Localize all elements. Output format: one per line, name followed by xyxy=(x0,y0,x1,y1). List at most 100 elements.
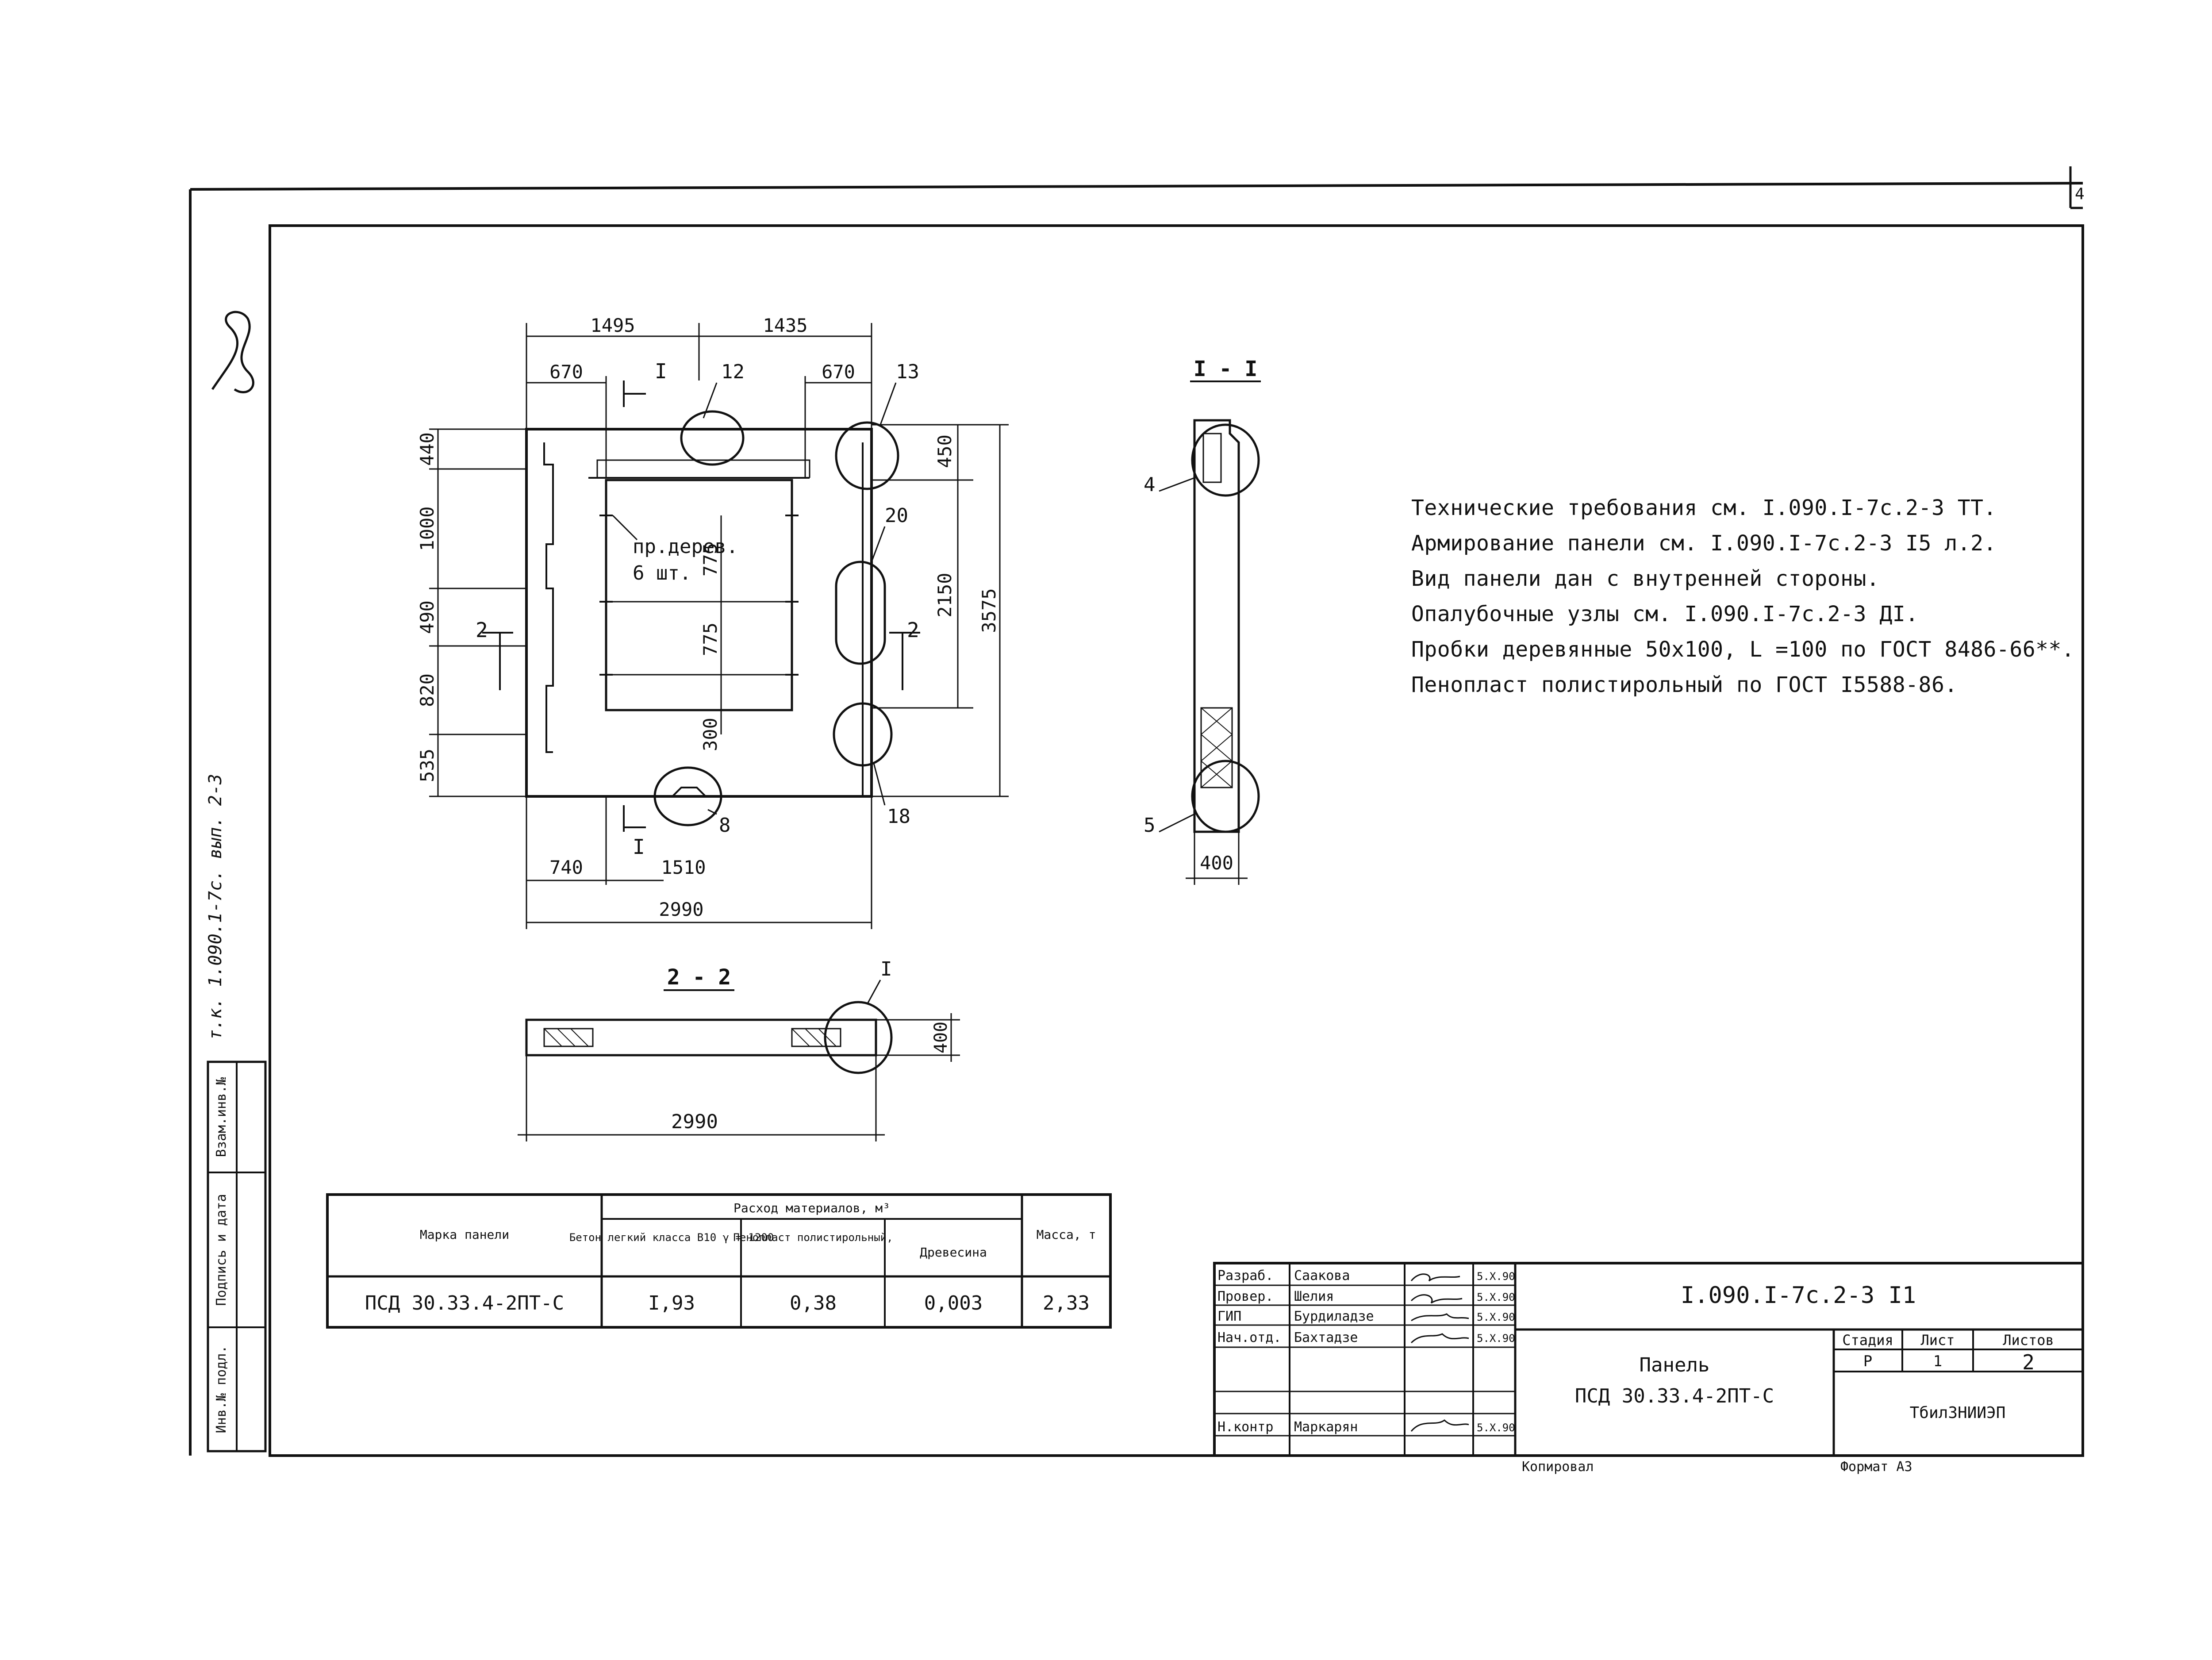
section-mark-1-top: I xyxy=(655,359,667,383)
dim-right-1: 450 xyxy=(934,434,956,468)
detail-circle-8 xyxy=(653,766,722,826)
dim-bottom-2: 1510 xyxy=(661,857,706,878)
detail-circle-12 xyxy=(680,410,745,466)
dim-top-inner-1: 670 xyxy=(549,361,583,383)
corner-mark: 4 xyxy=(2075,185,2085,203)
tb-name-6: Маркарян xyxy=(1294,1419,1358,1435)
tb-sheets-label: Листов xyxy=(2003,1332,2054,1349)
sheet-frame: 4 xyxy=(189,166,2085,1457)
detail-oval-20 xyxy=(835,561,886,665)
callout-12: 12 xyxy=(721,361,745,383)
window-opening xyxy=(605,479,793,711)
dim-top-1: 1495 xyxy=(590,315,635,336)
callout-13: 13 xyxy=(896,361,919,383)
section-1-title: I - I xyxy=(1194,357,1258,381)
section-mark-2-right: 2 xyxy=(907,618,919,642)
table-header-foam: Пенопласт полистирольный, xyxy=(733,1231,893,1244)
tb-role-3: Нач.отд. xyxy=(1217,1330,1282,1345)
stamp-signature-date: Подпись и дата xyxy=(214,1194,229,1306)
section-mark-1-bottom: I xyxy=(633,835,645,859)
tb-date-2: 5.X.90 xyxy=(1477,1311,1515,1323)
table-cell-mass: 2,33 xyxy=(1043,1292,1090,1314)
panel-outline xyxy=(525,428,873,798)
detail-circle-13 xyxy=(835,421,899,490)
tb-date-0: 5.X.90 xyxy=(1477,1270,1515,1283)
inner-frame xyxy=(269,224,2084,1457)
table-cell-timber: 0,003 xyxy=(924,1292,983,1314)
footer-format: Формат А3 xyxy=(1840,1459,1912,1475)
table-header-mass: Масса, т xyxy=(1037,1227,1096,1242)
signature-scribble xyxy=(211,311,254,393)
section-2-view: 2 - 2 I 2990 400 xyxy=(518,958,960,1141)
detail-circle-18 xyxy=(833,702,893,767)
stamp-replace-inventory: Взам.инв.№ xyxy=(214,1077,229,1157)
signatures xyxy=(1410,1273,1469,1432)
tb-date-1: 5.X.90 xyxy=(1477,1291,1515,1303)
tb-stage-value: Р xyxy=(1863,1353,1872,1370)
note-2: Армирование панели см. I.090.I-7с.2-3 I5… xyxy=(1411,531,1997,556)
title-block xyxy=(1213,1262,2084,1457)
section-2-profile xyxy=(525,1018,877,1057)
tb-sheet-label: Лист xyxy=(1920,1332,1955,1349)
callout-20: 20 xyxy=(885,504,908,527)
callout-18: 18 xyxy=(887,805,910,828)
tb-sheet-value: 1 xyxy=(1933,1353,1942,1370)
stamp-designation: т.к. 1.090.1-7с. вып. 2-3 xyxy=(205,774,226,1040)
tb-stage-label: Стадия xyxy=(1842,1332,1893,1349)
section-2-dim-height: 400 xyxy=(931,1022,951,1053)
tb-role-0: Разраб. xyxy=(1217,1268,1273,1283)
tb-date-3: 5.X.90 xyxy=(1477,1332,1515,1345)
section-1-dim-width: 400 xyxy=(1200,852,1233,874)
dim-right-2: 2150 xyxy=(934,573,956,617)
tb-title-line2: ПСД 30.33.4-2ПТ-С xyxy=(1575,1385,1774,1407)
section-1-callout-4: 4 xyxy=(1144,473,1156,496)
note-1: Технические требования см. I.090.I-7с.2-… xyxy=(1411,496,1997,520)
dim-left-4: 820 xyxy=(416,673,438,707)
dim-right-3: 3575 xyxy=(978,588,1000,633)
table-header-consumption: Расход материалов, м³ xyxy=(733,1201,890,1215)
dim-left-2: 1000 xyxy=(416,506,438,551)
plug-note-line2: 6 шт. xyxy=(633,562,691,584)
footer-copied: Копировал xyxy=(1522,1459,1594,1475)
dim-center-1: 775 xyxy=(699,543,721,576)
callout-8: 8 xyxy=(719,814,731,837)
dim-left-1: 440 xyxy=(416,432,438,466)
dim-bottom-1: 740 xyxy=(549,857,583,878)
tb-organization: ТбилЗНИИЭП xyxy=(1910,1404,2006,1422)
table-header-mark: Марка панели xyxy=(420,1227,509,1242)
dim-top-inner-2: 670 xyxy=(822,361,855,383)
stamp-inventory: Инв.№ подл. xyxy=(214,1345,229,1433)
section-1-view: I - I 4 5 400 xyxy=(1144,357,1261,885)
note-5: Пробки деревянные 50х100, L =100 по ГОСТ… xyxy=(1411,637,2075,662)
plug-note-line1: пр.дерев. xyxy=(633,535,738,558)
materials-table xyxy=(326,1193,1112,1329)
table-header-timber: Древесина xyxy=(920,1245,987,1260)
tb-name-1: Шелия xyxy=(1294,1289,1334,1304)
tb-name-0: Саакова xyxy=(1294,1268,1350,1283)
section-1-callout-5: 5 xyxy=(1144,814,1156,837)
tb-role-1: Провер. xyxy=(1217,1289,1273,1304)
tb-role-6: Н.контр xyxy=(1217,1419,1273,1435)
table-cell-mark: ПСД 30.33.4-2ПТ-С xyxy=(365,1292,564,1314)
tb-role-2: ГИП xyxy=(1217,1309,1241,1324)
section-2-title: 2 - 2 xyxy=(667,965,731,990)
note-4: Опалубочные узлы см. I.090.I-7с.2-3 ДI. xyxy=(1411,602,1919,626)
dim-left-5: 535 xyxy=(416,749,438,782)
section-2-callout: I xyxy=(880,958,892,980)
plan-view: 1495 1435 670 670 440 1000 490 820 535 4… xyxy=(416,315,1009,929)
tb-document-code: I.090.I-7с.2-3 I1 xyxy=(1681,1282,1916,1309)
note-6: Пенопласт полистирольный по ГОСТ I5588-8… xyxy=(1411,672,1958,697)
tb-sheets-value: 2 xyxy=(2022,1350,2035,1374)
table-cell-concrete: I,93 xyxy=(648,1292,695,1314)
dim-center-2: 775 xyxy=(699,622,721,656)
tb-name-3: Бахтадзе xyxy=(1294,1330,1358,1345)
note-3: Вид панели дан с внутренней стороны. xyxy=(1411,566,1880,591)
dim-left-3: 490 xyxy=(416,600,438,634)
section-mark-2-left: 2 xyxy=(476,618,488,642)
dim-bottom-total: 2990 xyxy=(659,899,703,920)
tb-date-6: 5.X.90 xyxy=(1477,1422,1515,1434)
section-2-dim-length: 2990 xyxy=(671,1111,718,1133)
table-header-concrete: Бетон легкий класса В10 γ = 1200 xyxy=(569,1231,774,1244)
dim-top-2: 1435 xyxy=(763,315,807,336)
